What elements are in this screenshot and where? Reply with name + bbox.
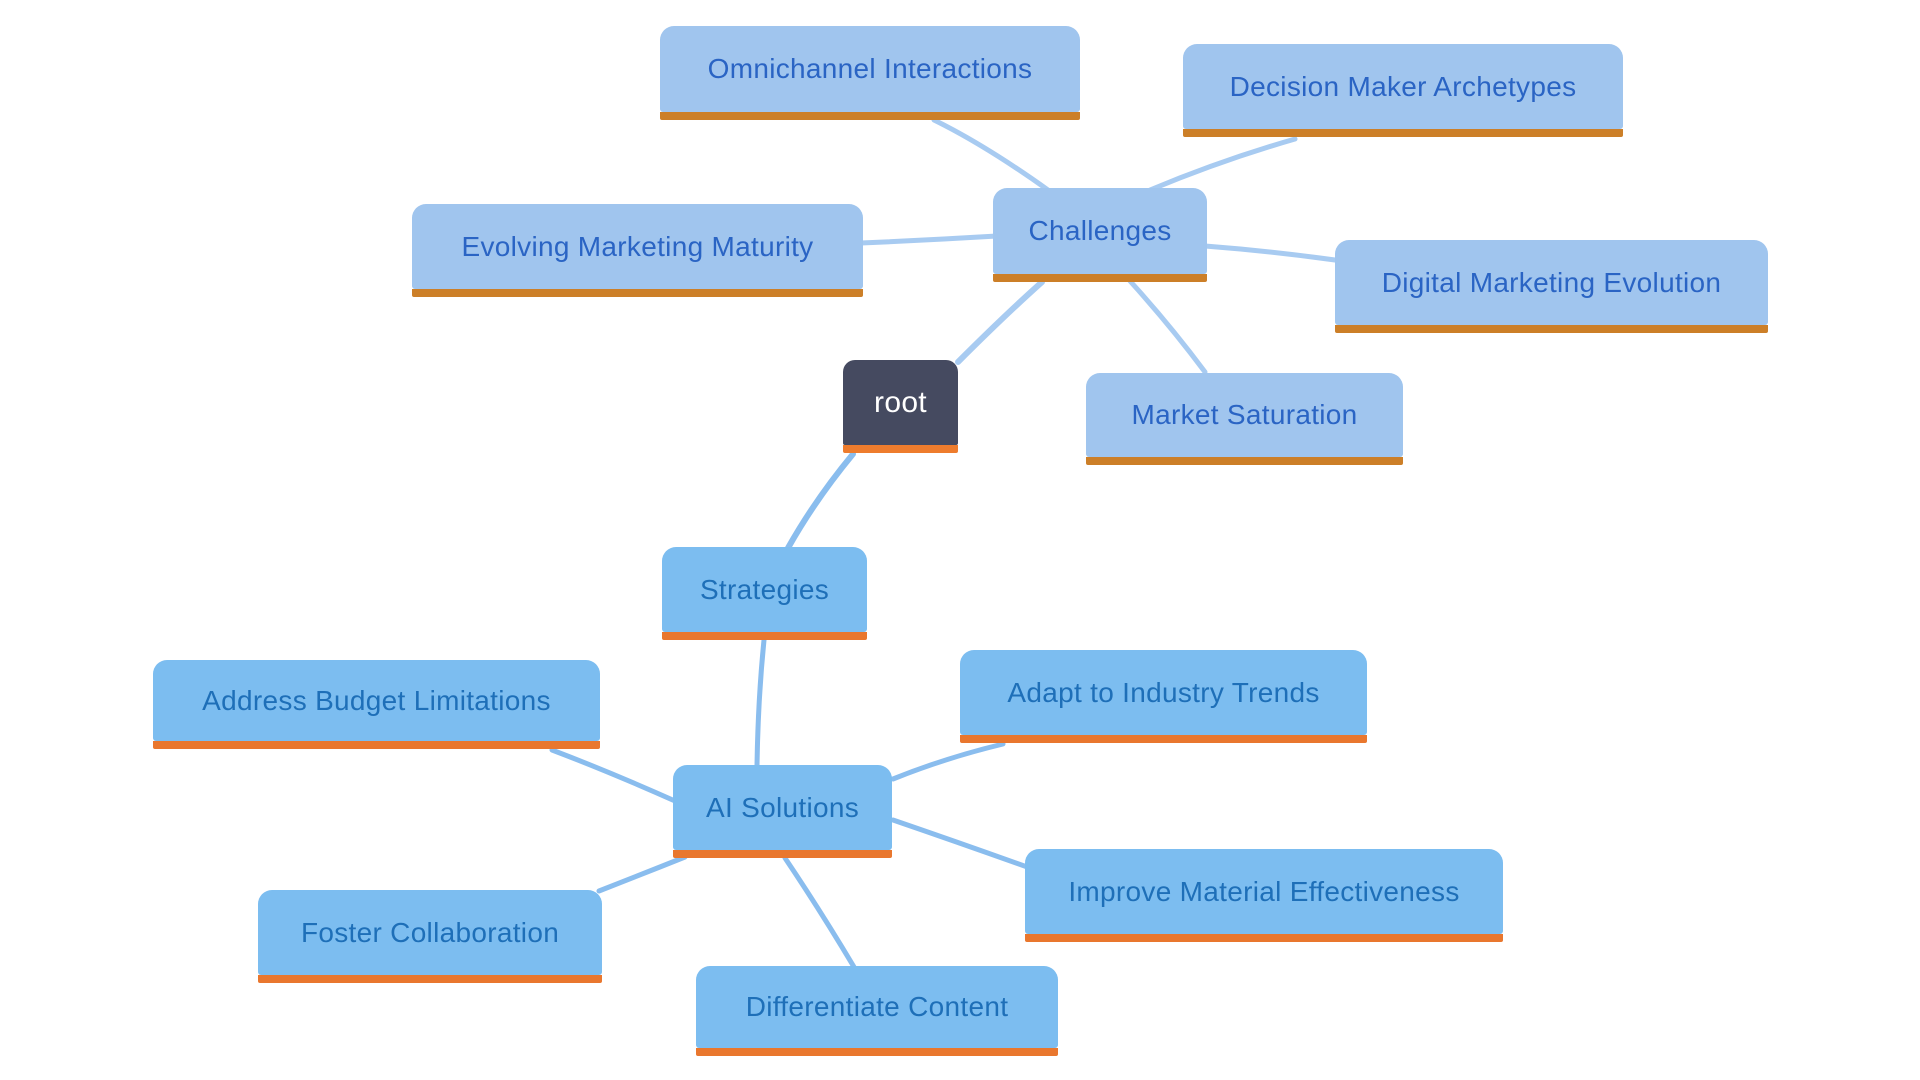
node-strategies-underline <box>662 632 867 640</box>
edge-challenges-evolving <box>858 233 1000 246</box>
edge-root-strategies <box>785 451 856 551</box>
node-evolving-body: Evolving Marketing Maturity <box>412 204 863 289</box>
node-market-underline <box>1086 457 1403 465</box>
node-evolving-label: Evolving Marketing Maturity <box>461 230 814 262</box>
node-challenges-label: Challenges <box>1028 215 1172 246</box>
node-market[interactable]: Market Saturation <box>1086 373 1403 465</box>
node-improve[interactable]: Improve Material Effectiveness <box>1025 849 1503 942</box>
node-omnichannel-underline <box>660 112 1080 120</box>
node-foster-underline <box>258 975 602 983</box>
node-address[interactable]: Address Budget Limitations <box>153 660 600 749</box>
node-adapt[interactable]: Adapt to Industry Trends <box>960 650 1367 743</box>
edge-challenges-digital <box>1202 243 1338 263</box>
node-root-underline <box>843 445 958 453</box>
node-digital-underline <box>1335 325 1768 333</box>
node-evolving-underline <box>412 289 863 297</box>
node-differentiate-body: Differentiate Content <box>696 966 1058 1048</box>
node-improve-body: Improve Material Effectiveness <box>1025 849 1503 934</box>
node-evolving[interactable]: Evolving Marketing Maturity <box>412 204 863 297</box>
edge-ai-differentiate <box>782 855 857 970</box>
node-foster-body: Foster Collaboration <box>258 890 602 975</box>
node-differentiate[interactable]: Differentiate Content <box>696 966 1058 1056</box>
edge-strategies-ai <box>754 637 767 769</box>
node-root[interactable]: root <box>843 360 958 453</box>
node-ai-body: AI Solutions <box>673 765 892 850</box>
node-challenges-body: Challenges <box>993 188 1207 274</box>
node-address-underline <box>153 741 600 749</box>
edge-challenges-market <box>1127 278 1208 375</box>
node-adapt-label: Adapt to Industry Trends <box>1007 676 1320 708</box>
edge-ai-adapt <box>890 741 1006 782</box>
node-strategies-body: Strategies <box>662 547 867 632</box>
node-digital-body: Digital Marketing Evolution <box>1335 240 1768 325</box>
node-foster-label: Foster Collaboration <box>300 916 560 948</box>
edge-challenges-omnichannel <box>931 117 1051 193</box>
node-decision-underline <box>1183 129 1623 137</box>
node-root-body: root <box>843 360 958 445</box>
node-market-label: Market Saturation <box>1131 399 1358 430</box>
node-strategies-label: Strategies <box>699 573 830 605</box>
node-ai-label: AI Solutions <box>705 791 860 823</box>
node-omnichannel-label: Omnichannel Interactions <box>707 53 1033 84</box>
node-omnichannel[interactable]: Omnichannel Interactions <box>660 26 1080 120</box>
node-strategies[interactable]: Strategies <box>662 547 867 640</box>
node-address-body: Address Budget Limitations <box>153 660 600 741</box>
node-root-label: root <box>874 385 927 419</box>
node-decision[interactable]: Decision Maker Archetypes <box>1183 44 1623 137</box>
edge-ai-improve <box>890 817 1033 871</box>
node-adapt-body: Adapt to Industry Trends <box>960 650 1367 735</box>
node-ai-underline <box>673 850 892 858</box>
node-challenges-underline <box>993 274 1207 282</box>
edge-ai-address <box>549 747 678 804</box>
node-digital[interactable]: Digital Marketing Evolution <box>1335 240 1768 333</box>
node-foster[interactable]: Foster Collaboration <box>258 890 602 983</box>
node-market-body: Market Saturation <box>1086 373 1403 457</box>
node-improve-underline <box>1025 934 1503 942</box>
edge-ai-foster <box>596 854 688 894</box>
node-ai[interactable]: AI Solutions <box>673 765 892 858</box>
node-omnichannel-body: Omnichannel Interactions <box>660 26 1080 112</box>
node-address-label: Address Budget Limitations <box>202 684 551 716</box>
edge-root-challenges <box>955 279 1045 365</box>
node-differentiate-label: Differentiate Content <box>745 991 1009 1022</box>
node-digital-label: Digital Marketing Evolution <box>1381 266 1722 298</box>
node-challenges[interactable]: Challenges <box>993 188 1207 282</box>
node-differentiate-underline <box>696 1048 1058 1056</box>
node-adapt-underline <box>960 735 1367 743</box>
node-decision-label: Decision Maker Archetypes <box>1229 70 1577 102</box>
node-decision-body: Decision Maker Archetypes <box>1183 44 1623 129</box>
node-improve-label: Improve Material Effectiveness <box>1068 875 1460 907</box>
edge-challenges-decision <box>1147 136 1298 193</box>
